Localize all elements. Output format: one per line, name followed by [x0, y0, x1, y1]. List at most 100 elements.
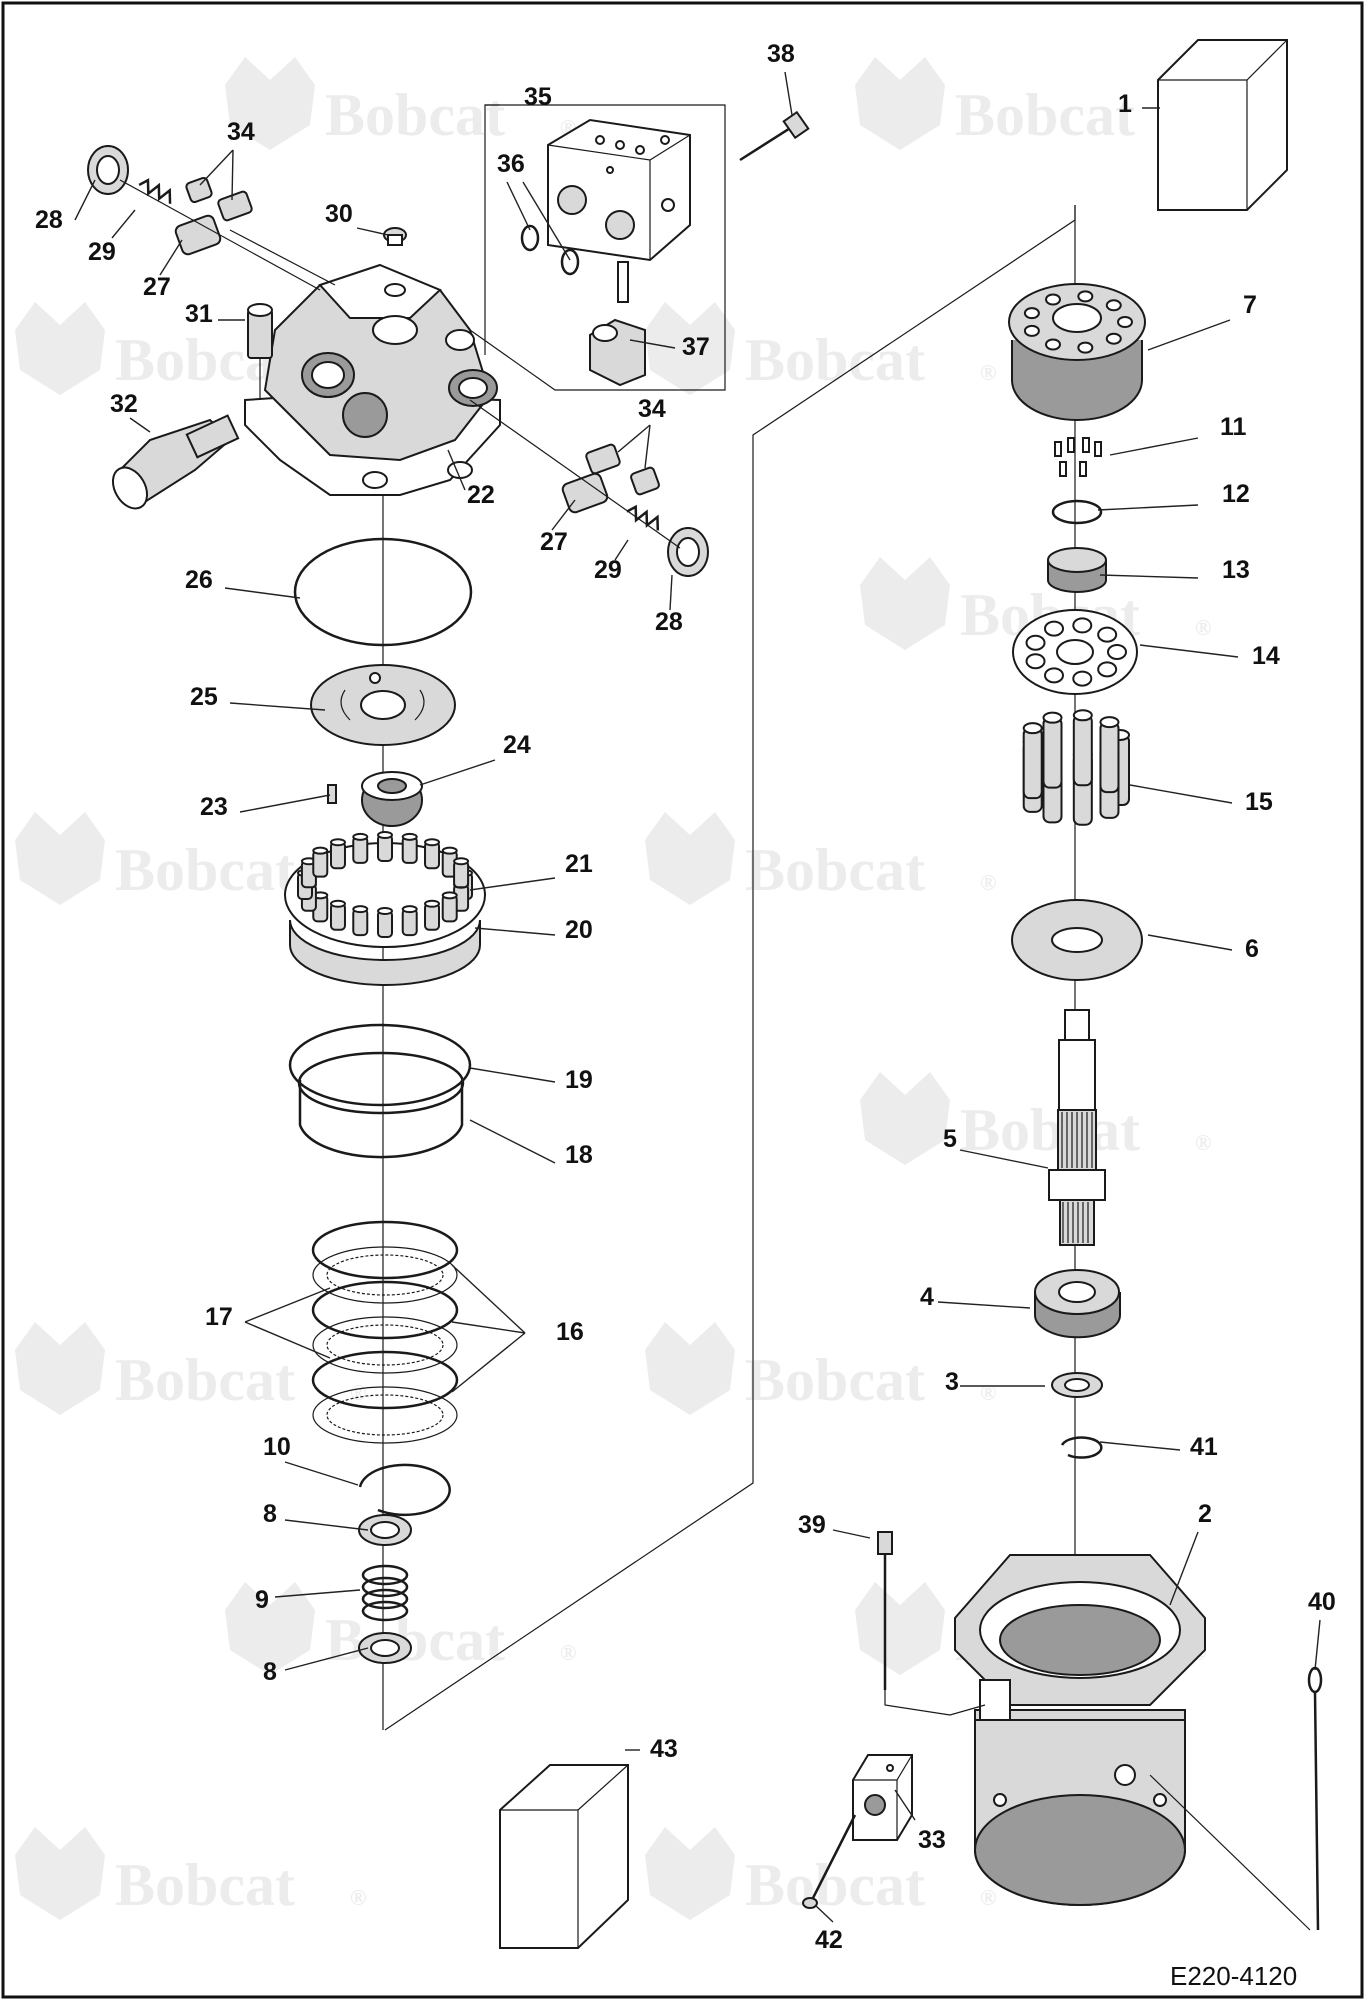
part-19-ring	[288, 1023, 472, 1107]
watermark-mark: ®	[350, 1885, 366, 1910]
callout-label: 25	[190, 683, 218, 711]
part-10-snap-ring	[358, 1463, 451, 1517]
callout-label: 22	[467, 481, 495, 509]
part-22-motor-head	[244, 263, 501, 496]
part-24-bearing	[361, 771, 423, 827]
part-42-bolt	[802, 1814, 857, 1909]
part-26-o-ring	[293, 537, 473, 647]
callout-label: 9	[255, 1586, 269, 1614]
callout-label: 33	[918, 1826, 946, 1854]
callout-label: 34	[638, 395, 666, 423]
callout-label: 39	[798, 1511, 826, 1539]
part-8-washer-upper	[358, 1514, 412, 1546]
part-40-dipstick	[1307, 1666, 1323, 1931]
callout-label: 42	[815, 1926, 843, 1954]
callout-label: 26	[185, 566, 213, 594]
watermark-brand: Bobcat	[745, 1347, 925, 1413]
callout-label: 29	[594, 556, 622, 584]
part-13-ball-guide	[1047, 547, 1107, 593]
part-11-pins	[1054, 437, 1102, 477]
part-12-ring	[1051, 499, 1103, 525]
callout-label: 12	[1222, 480, 1250, 508]
bobcat-watermark: Bobcat®	[15, 302, 366, 395]
bobcat-watermark: Bobcat ®	[645, 1322, 996, 1415]
watermark-brand: Bobcat	[955, 82, 1135, 148]
bobcat-watermark: Bobcat®	[645, 1827, 996, 1920]
callout-label: 28	[655, 608, 683, 636]
callout-label: 27	[143, 273, 171, 301]
callout-label: 29	[88, 238, 116, 266]
part-6-swash-plate	[1011, 899, 1143, 981]
part-37-solenoid	[589, 261, 646, 387]
part-9-spring	[361, 1564, 409, 1622]
part-15-pistons	[1022, 709, 1130, 826]
callout-label: 32	[110, 390, 138, 418]
part-4-bearing	[1034, 1269, 1121, 1339]
part-27-check-piston-upper	[174, 214, 222, 256]
callout-label: 35	[524, 83, 552, 111]
part-27-check-piston-lower	[561, 472, 609, 514]
watermark-mark: ®	[1195, 615, 1211, 640]
callout-label: 37	[682, 333, 710, 361]
callout-label: 31	[185, 300, 213, 328]
part-14-retainer-plate	[1012, 609, 1138, 695]
callout-label: 17	[205, 1303, 233, 1331]
callout-label: 3	[945, 1368, 959, 1396]
part-31-bolt	[247, 303, 273, 400]
bobcat-watermark: Bobcat®	[855, 57, 1206, 150]
part-28-plug-upper	[87, 145, 129, 195]
watermark-brand: Bobcat	[325, 82, 505, 148]
bobcat-watermark: Bobcat ®	[225, 1582, 576, 1675]
watermark-mark: ®	[980, 1380, 996, 1405]
bobcat-watermark: Bobcat ®	[645, 302, 996, 395]
part-7-cylinder-gear	[1008, 283, 1146, 421]
part-2-motor-housing	[954, 1554, 1206, 1906]
watermark-mark: ®	[350, 1380, 366, 1405]
callout-label: 21	[565, 850, 593, 878]
watermark-mark: ®	[980, 360, 996, 385]
watermark-brand: Bobcat	[745, 1852, 925, 1918]
part-34-check-pins-upper	[185, 176, 253, 222]
bobcat-watermark: Bobcat ®	[15, 1827, 366, 1920]
callout-leader-lines	[74, 71, 1321, 1923]
callout-label: 1	[1118, 90, 1132, 118]
part-35-valve-block	[547, 118, 691, 262]
valve-assembly-bracket	[469, 104, 726, 391]
callout-label: 36	[497, 150, 525, 178]
watermark-brand: Bobcat	[745, 837, 925, 903]
watermark-brand: Bobcat	[115, 1852, 295, 1918]
watermark-mark: ®	[980, 870, 996, 895]
watermark-brand: Bobcat	[325, 1607, 505, 1673]
watermark-mark: ®	[560, 1640, 576, 1665]
bobcat-watermark: Bobcat®	[860, 1072, 1211, 1165]
bobcat-watermark: Bobcat®	[15, 1322, 366, 1415]
callout-label: 13	[1222, 556, 1250, 584]
callout-label: 6	[1245, 935, 1259, 963]
part-30-plug	[383, 227, 407, 246]
callout-label: 43	[650, 1735, 678, 1763]
part-28-plug-lower	[667, 527, 709, 577]
part-33-brake-valve	[852, 1754, 913, 1841]
watermark-brand: Bobcat	[960, 1097, 1140, 1163]
part-34-check-pins-lower	[585, 443, 660, 496]
part-8-washer-lower	[358, 1632, 412, 1664]
watermark-brand: Bobcat	[745, 327, 925, 393]
drawing-code: E220-4120	[1170, 1961, 1297, 1991]
part-16-17-friction-plates	[311, 1220, 459, 1444]
part-3-washer	[1051, 1372, 1103, 1398]
callout-label: 8	[263, 1500, 277, 1528]
watermark-brand: Bobcat	[115, 837, 295, 903]
part-39-long-bolt	[877, 1531, 986, 1716]
callout-label: 15	[1245, 788, 1273, 816]
callout-label: 16	[556, 1318, 584, 1346]
part-29-spring-upper	[138, 178, 172, 204]
part-21-springs	[297, 831, 473, 938]
callout-label: 2	[1198, 1500, 1212, 1528]
callout-label: 4	[920, 1283, 934, 1311]
part-23-pin	[327, 784, 337, 804]
callout-label: 34	[227, 118, 255, 146]
callout-label: 14	[1252, 642, 1280, 670]
callout-label: 28	[35, 206, 63, 234]
